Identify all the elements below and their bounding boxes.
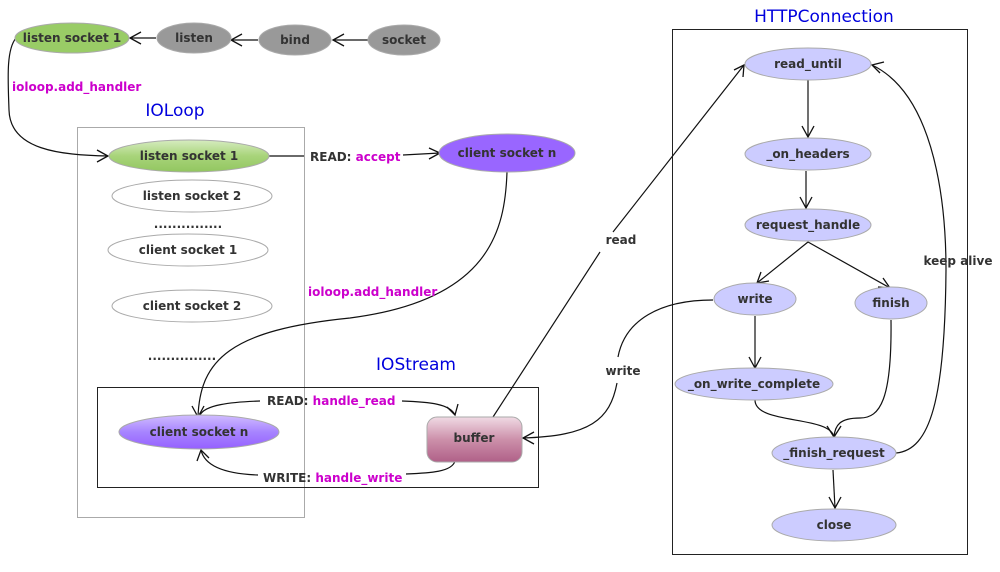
ioloop-listen-socket-2[interactable]: listen socket 2: [111, 179, 273, 213]
edge-read-until-to-on-headers: [801, 80, 815, 139]
ioloop-client-socket-1[interactable]: client socket 1: [107, 233, 269, 267]
edge-finish-request-to-close: [828, 469, 842, 510]
label-read-prefix: READ:: [310, 150, 356, 164]
httpconnection-title: HTTPConnection: [754, 7, 894, 27]
node-socket-label: socket: [382, 33, 426, 47]
ioloop-ellipsis-1: ...............: [154, 217, 222, 231]
http-close[interactable]: close: [771, 508, 897, 542]
label-write-handle-write: WRITE: handle_write: [263, 471, 402, 486]
label-read-handle-read: READ: handle_read: [267, 394, 395, 409]
node-listen-label: listen: [175, 31, 213, 45]
label-add-handler-client: ioloop.add_handler: [308, 285, 437, 300]
http-finish-request-label: _finish_request: [783, 446, 885, 461]
node-listen[interactable]: listen: [156, 22, 232, 54]
ioloop-client-socket-2-label: client socket 2: [143, 299, 242, 313]
iostream-client-socket-n[interactable]: client socket n: [118, 414, 280, 450]
node-client-socket-n-label: client socket n: [458, 146, 557, 160]
edge-read-handle-read: [199, 400, 459, 417]
node-listen-socket-1-setup-label: listen socket 1: [23, 31, 122, 45]
iostream-title: IOStream: [376, 355, 456, 375]
edge-bind-to-listen: [229, 33, 258, 47]
http-write[interactable]: write: [713, 282, 797, 316]
edge-listen-to-listen-socket: [128, 31, 156, 45]
node-socket[interactable]: socket: [367, 24, 441, 56]
http-read-until[interactable]: read_until: [744, 47, 872, 81]
edge-request-handle-to-write: [756, 241, 809, 284]
edge-keep-alive: [870, 61, 947, 454]
label-read-accept: READ: accept: [310, 150, 401, 164]
ioloop-listen-socket-2-label: listen socket 2: [143, 189, 242, 203]
httpconnection-frame: [672, 29, 968, 555]
edge-read: [492, 63, 745, 418]
label-handle-read-fn: handle_read: [313, 394, 396, 409]
ioloop-listen-socket-1[interactable]: listen socket 1: [108, 139, 270, 173]
label-keep-alive: keep alive: [924, 254, 993, 268]
ioloop-title: IOLoop: [145, 101, 204, 121]
iostream-client-socket-n-label: client socket n: [150, 425, 249, 439]
label-write: write: [606, 364, 641, 378]
edge-on-headers-to-request-handle: [799, 171, 813, 210]
edge-write: [521, 299, 714, 445]
ioloop-listen-socket-1-label: listen socket 1: [140, 149, 239, 163]
http-close-label: close: [817, 518, 852, 532]
node-client-socket-n[interactable]: client socket n: [438, 133, 576, 173]
http-finish-request[interactable]: _finish_request: [771, 436, 897, 470]
ioloop-client-socket-2[interactable]: client socket 2: [111, 289, 273, 323]
edge-write-to-on-write-complete: [748, 316, 762, 370]
label-add-handler-listen: ioloop.add_handler: [12, 80, 141, 95]
label-write-prefix: WRITE:: [263, 471, 315, 485]
http-read-until-label: read_until: [774, 57, 842, 72]
http-on-write-complete-label: _on_write_complete: [688, 377, 820, 392]
label-handle-write-fn: handle_write: [315, 471, 402, 486]
http-on-headers[interactable]: _on_headers: [744, 137, 872, 171]
http-finish[interactable]: finish: [854, 286, 928, 320]
http-finish-label: finish: [872, 296, 909, 310]
iostream-buffer-label: buffer: [454, 431, 495, 445]
label-read: read: [606, 233, 637, 247]
http-on-headers-label: _on_headers: [766, 147, 849, 162]
edge-finish-to-finish-request: [833, 319, 892, 438]
edge-write-handle-write: [196, 448, 456, 476]
label-read-prefix-2: READ:: [267, 394, 313, 408]
http-request-handle[interactable]: request_handle: [744, 208, 872, 242]
http-request-handle-label: request_handle: [756, 218, 860, 233]
http-on-write-complete[interactable]: _on_write_complete: [674, 367, 834, 401]
ioloop-ellipsis-2: ...............: [148, 349, 216, 363]
edge-socket-to-bind: [331, 33, 368, 47]
node-listen-socket-1-setup[interactable]: listen socket 1: [14, 22, 130, 54]
ioloop-client-socket-1-label: client socket 1: [139, 243, 238, 257]
label-accept-fn: accept: [356, 150, 401, 164]
edge-add-handler-listen: [7, 37, 110, 163]
http-write-label: write: [738, 292, 773, 306]
node-bind[interactable]: bind: [258, 24, 332, 56]
ioloop-frame: [77, 127, 305, 518]
edge-request-handle-to-finish: [807, 241, 892, 289]
node-bind-label: bind: [280, 33, 310, 47]
iostream-buffer[interactable]: buffer: [426, 416, 523, 463]
edge-on-write-complete-to-finish-request: [754, 399, 842, 439]
